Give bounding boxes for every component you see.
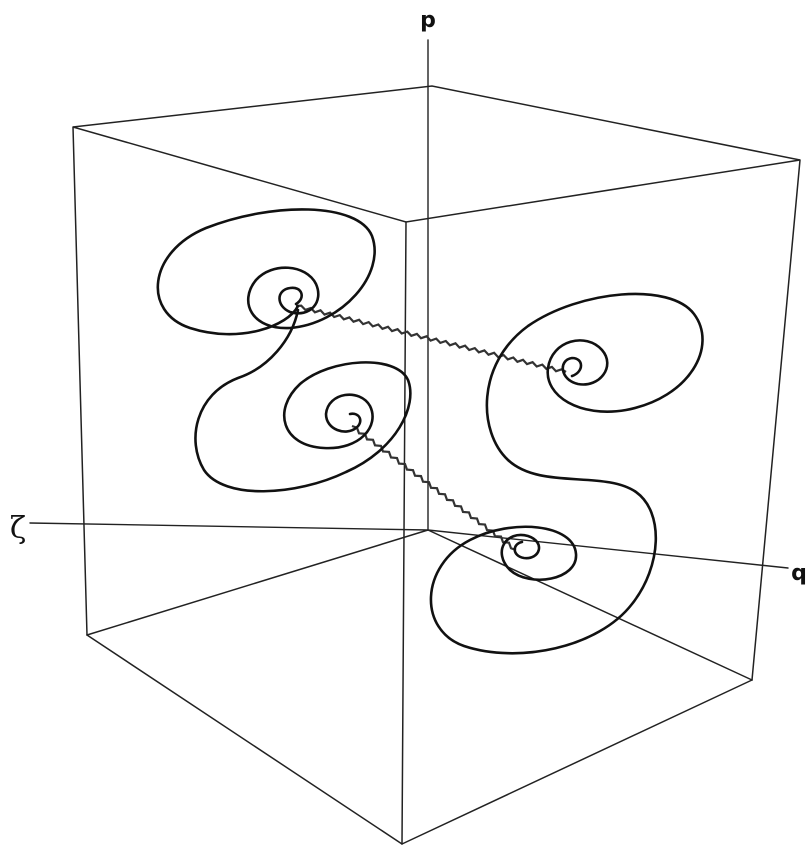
box-edge-bottom-left	[86, 634, 403, 845]
box-edge-bottom-back-right	[427, 529, 753, 681]
q-axis-label: q	[791, 561, 807, 586]
q-axis	[427, 529, 789, 569]
lower-connector	[351, 424, 517, 552]
left-s-curve-lower	[194, 308, 412, 493]
box-edge-right	[751, 159, 801, 681]
left-s-curve	[156, 208, 376, 336]
box-edge-bottom-right	[401, 679, 753, 845]
box-edge-bottom-back	[86, 529, 429, 636]
upper-connector	[295, 304, 567, 373]
zeta-axis-label: ζ	[10, 511, 26, 546]
right-s-curve	[429, 292, 704, 655]
box-edge-front	[401, 221, 407, 845]
bounding-box	[72, 85, 801, 845]
axes	[29, 39, 789, 569]
p-axis-label: p	[420, 8, 436, 33]
zeta-axis	[29, 522, 429, 531]
box-top-face	[72, 85, 801, 223]
box-edge-back-left	[72, 126, 88, 636]
connectors	[295, 304, 567, 552]
